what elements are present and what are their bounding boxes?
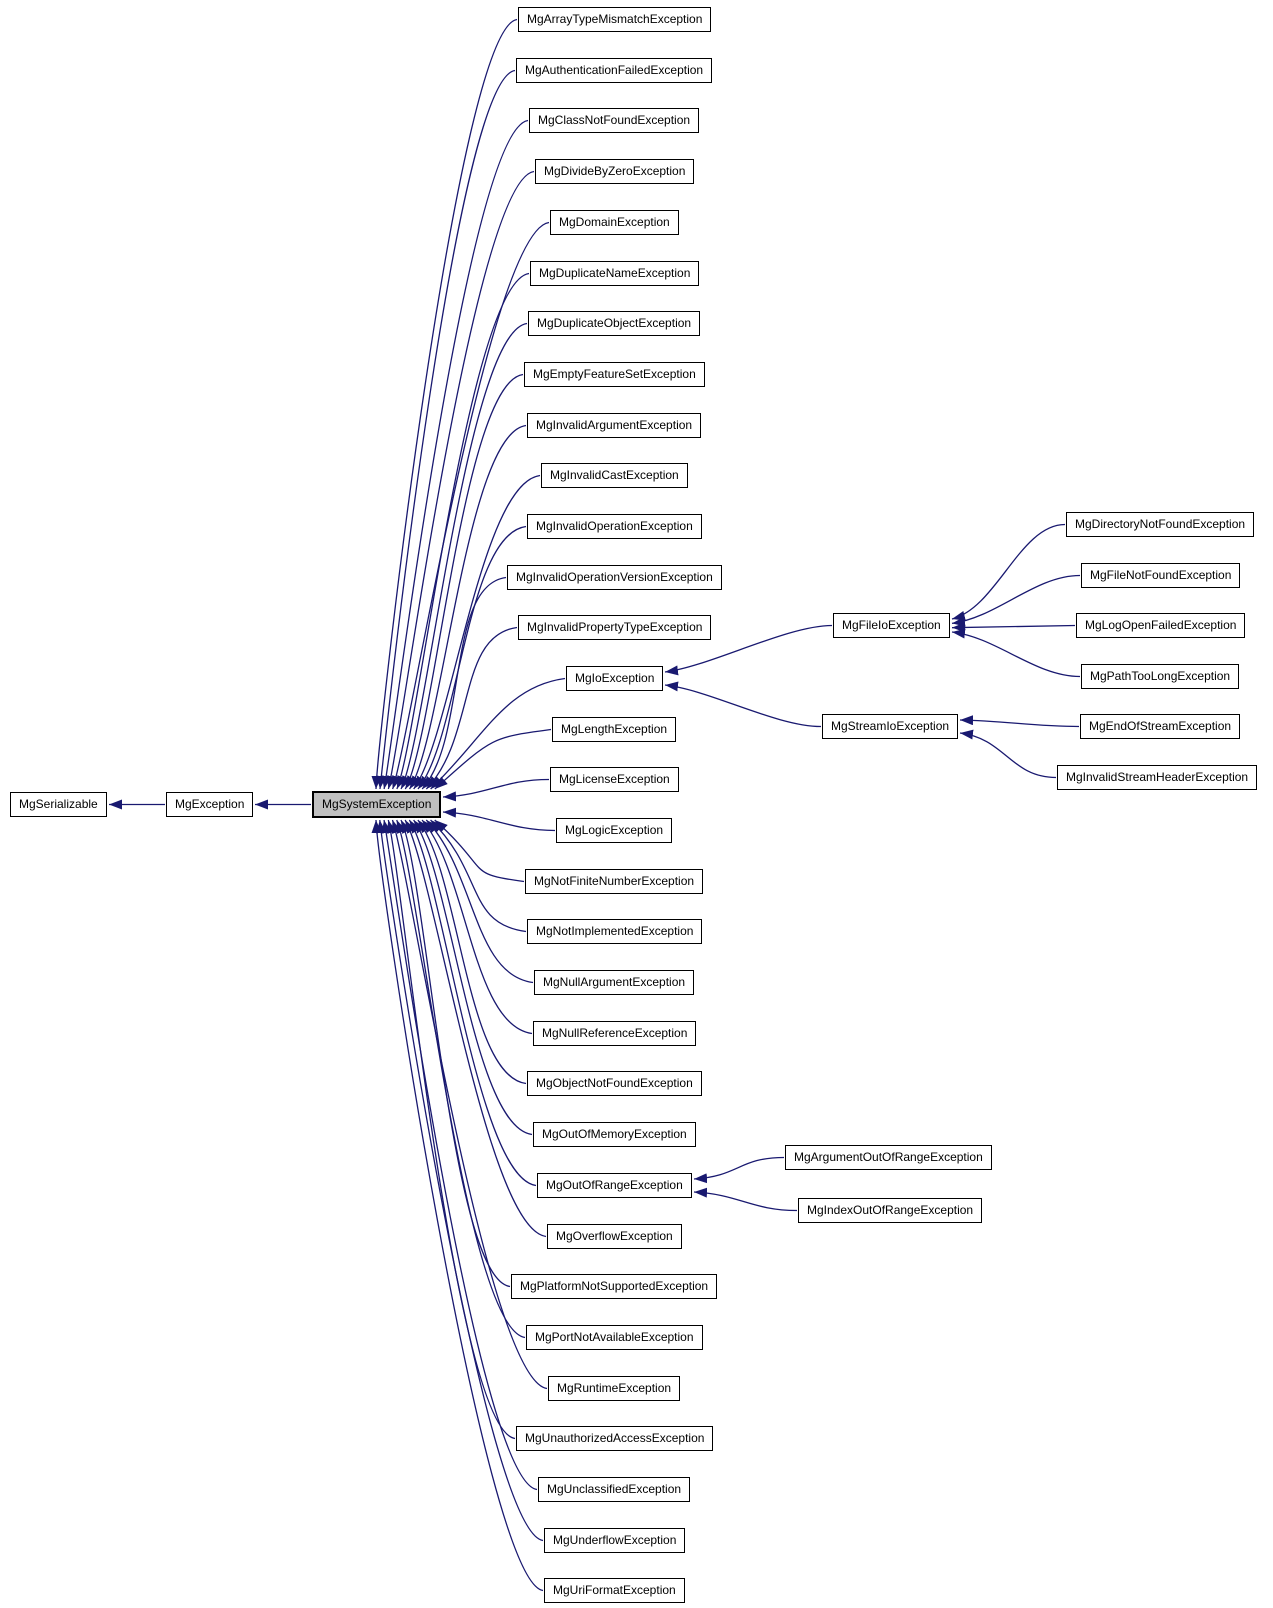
class-node-MgInvalidStreamHeaderException[interactable]: MgInvalidStreamHeaderException xyxy=(1057,765,1258,790)
class-node-MgAuthenticationFailedException[interactable]: MgAuthenticationFailedException xyxy=(516,58,713,83)
class-node-MgNotFiniteNumberException[interactable]: MgNotFiniteNumberException xyxy=(525,869,704,894)
inheritance-edge-MgInvalidPropertyTypeException-to-MgSystemException xyxy=(425,626,518,790)
class-node-MgPathTooLongException[interactable]: MgPathTooLongException xyxy=(1081,664,1240,689)
inheritance-edge-MgAuthenticationFailedException-to-MgSystemException xyxy=(376,69,516,790)
inheritance-edge-MgNotImplementedException-to-MgSystemException xyxy=(430,819,527,933)
class-node-MgArgumentOutOfRangeException[interactable]: MgArgumentOutOfRangeException xyxy=(785,1145,992,1170)
inheritance-edge-MgOutOfMemoryException-to-MgSystemException xyxy=(413,819,533,1136)
class-node-MgRuntimeException[interactable]: MgRuntimeException xyxy=(548,1376,681,1401)
inheritance-edge-MgClassNotFoundException-to-MgSystemException xyxy=(381,119,529,790)
inheritance-edge-MgArgumentOutOfRangeException-to-MgOutOfRangeException xyxy=(693,1156,785,1184)
inheritance-edge-MgPathTooLongException-to-MgFileIoException xyxy=(951,628,1081,678)
inheritance-edge-MgDuplicateNameException-to-MgSystemException xyxy=(396,272,530,790)
class-node-MgInvalidOperationException[interactable]: MgInvalidOperationException xyxy=(527,514,702,539)
inheritance-edge-MgNullArgumentException-to-MgSystemException xyxy=(425,819,534,984)
inheritance-edge-MgObjectNotFoundException-to-MgSystemException xyxy=(417,819,527,1085)
class-node-MgLicenseException[interactable]: MgLicenseException xyxy=(550,767,679,792)
inheritance-edge-MgInvalidArgumentException-to-MgSystemException xyxy=(408,424,527,790)
inheritance-edge-MgPlatformNotSupportedException-to-MgSystemException xyxy=(400,819,511,1288)
class-node-MgDuplicateObjectException[interactable]: MgDuplicateObjectException xyxy=(528,311,701,336)
inheritance-edge-MgIoException-to-MgSystemException xyxy=(430,677,566,790)
class-node-MgNotImplementedException[interactable]: MgNotImplementedException xyxy=(527,919,703,944)
class-node-MgPortNotAvailableException[interactable]: MgPortNotAvailableException xyxy=(526,1325,703,1350)
class-node-MgDivideByZeroException[interactable]: MgDivideByZeroException xyxy=(535,159,695,184)
inheritance-edge-MgEmptyFeatureSetException-to-MgSystemException xyxy=(404,373,524,790)
class-node-MgFileIoException[interactable]: MgFileIoException xyxy=(833,613,950,638)
inheritance-edge-MgEndOfStreamException-to-MgStreamIoException xyxy=(959,715,1080,728)
inheritance-edge-MgRuntimeException-to-MgSystemException xyxy=(391,819,548,1390)
class-node-MgLogOpenFailedException[interactable]: MgLogOpenFailedException xyxy=(1076,613,1246,638)
class-node-MgDomainException[interactable]: MgDomainException xyxy=(550,210,679,235)
class-node-MgException[interactable]: MgException xyxy=(166,792,254,817)
class-node-MgPlatformNotSupportedException[interactable]: MgPlatformNotSupportedException xyxy=(511,1274,718,1299)
class-node-MgUnclassifiedException[interactable]: MgUnclassifiedException xyxy=(538,1477,691,1502)
inheritance-edge-MgDivideByZeroException-to-MgSystemException xyxy=(386,170,535,790)
inheritance-edge-MgUnauthorizedAccessException-to-MgSystemException xyxy=(386,819,516,1440)
class-node-MgEndOfStreamException[interactable]: MgEndOfStreamException xyxy=(1080,714,1241,739)
class-node-MgNullReferenceException[interactable]: MgNullReferenceException xyxy=(533,1021,697,1046)
inheritance-edge-MgInvalidStreamHeaderException-to-MgStreamIoException xyxy=(959,729,1057,779)
class-node-MgUriFormatException[interactable]: MgUriFormatException xyxy=(544,1578,685,1603)
class-node-MgSystemException: MgSystemException xyxy=(312,791,442,818)
class-node-MgOutOfMemoryException[interactable]: MgOutOfMemoryException xyxy=(533,1122,696,1147)
inheritance-edge-MgOutOfRangeException-to-MgSystemException xyxy=(408,819,537,1187)
class-node-MgIndexOutOfRangeException[interactable]: MgIndexOutOfRangeException xyxy=(798,1198,983,1223)
class-node-MgOutOfRangeException[interactable]: MgOutOfRangeException xyxy=(537,1173,692,1198)
class-node-MgUnderflowException[interactable]: MgUnderflowException xyxy=(544,1528,686,1553)
inheritance-edge-MgNotFiniteNumberException-to-MgSystemException xyxy=(434,819,525,883)
class-node-MgLengthException[interactable]: MgLengthException xyxy=(552,717,677,742)
class-node-MgOverflowException[interactable]: MgOverflowException xyxy=(547,1224,682,1249)
class-node-MgArrayTypeMismatchException[interactable]: MgArrayTypeMismatchException xyxy=(518,7,712,32)
class-node-MgClassNotFoundException[interactable]: MgClassNotFoundException xyxy=(529,108,700,133)
class-node-MgInvalidArgumentException[interactable]: MgInvalidArgumentException xyxy=(527,413,702,438)
inheritance-edge-MgDuplicateObjectException-to-MgSystemException xyxy=(400,322,528,790)
inheritance-edge-MgPortNotAvailableException-to-MgSystemException xyxy=(396,819,526,1339)
inheritance-edge-MgLogicException-to-MgSystemException xyxy=(442,807,556,832)
class-node-MgObjectNotFoundException[interactable]: MgObjectNotFoundException xyxy=(527,1071,702,1096)
inheritance-edge-MgNullReferenceException-to-MgSystemException xyxy=(421,819,533,1035)
class-node-MgDuplicateNameException[interactable]: MgDuplicateNameException xyxy=(530,261,700,286)
class-node-MgUnauthorizedAccessException[interactable]: MgUnauthorizedAccessException xyxy=(516,1426,714,1451)
inheritance-edge-MgUnclassifiedException-to-MgSystemException xyxy=(381,819,538,1491)
class-node-MgFileNotFoundException[interactable]: MgFileNotFoundException xyxy=(1081,563,1241,588)
class-node-MgStreamIoException[interactable]: MgStreamIoException xyxy=(822,714,959,739)
inheritance-edge-MgLengthException-to-MgSystemException xyxy=(434,728,552,790)
class-node-MgInvalidOperationVersionException[interactable]: MgInvalidOperationVersionException xyxy=(507,565,722,590)
inheritance-edge-MgDirectoryNotFoundException-to-MgFileIoException xyxy=(951,523,1066,621)
inheritance-edge-MgUriFormatException-to-MgSystemException xyxy=(371,819,544,1592)
class-node-MgNullArgumentException[interactable]: MgNullArgumentException xyxy=(534,970,695,995)
inheritance-edge-MgStreamIoException-to-MgIoException xyxy=(664,681,822,728)
class-node-MgInvalidPropertyTypeException[interactable]: MgInvalidPropertyTypeException xyxy=(518,615,712,640)
inheritance-edge-MgFileNotFoundException-to-MgFileIoException xyxy=(951,574,1081,627)
class-node-MgDirectoryNotFoundException[interactable]: MgDirectoryNotFoundException xyxy=(1066,512,1255,537)
class-node-MgIoException[interactable]: MgIoException xyxy=(566,666,664,691)
class-node-MgSerializable[interactable]: MgSerializable xyxy=(10,792,107,817)
inheritance-edge-MgLicenseException-to-MgSystemException xyxy=(442,778,550,802)
inheritance-edge-MgLogOpenFailedException-to-MgFileIoException xyxy=(951,622,1076,633)
class-node-MgLogicException[interactable]: MgLogicException xyxy=(556,818,673,843)
class-node-MgInvalidCastException[interactable]: MgInvalidCastException xyxy=(541,463,688,488)
inheritance-edge-MgIndexOutOfRangeException-to-MgOutOfRangeException xyxy=(693,1187,798,1212)
class-node-MgEmptyFeatureSetException[interactable]: MgEmptyFeatureSetException xyxy=(524,362,705,387)
inheritance-edge-MgArrayTypeMismatchException-to-MgSystemException xyxy=(371,18,518,790)
inheritance-edge-MgInvalidOperationVersionException-to-MgSystemException xyxy=(421,576,507,790)
inheritance-edge-MgDomainException-to-MgSystemException xyxy=(392,221,550,790)
